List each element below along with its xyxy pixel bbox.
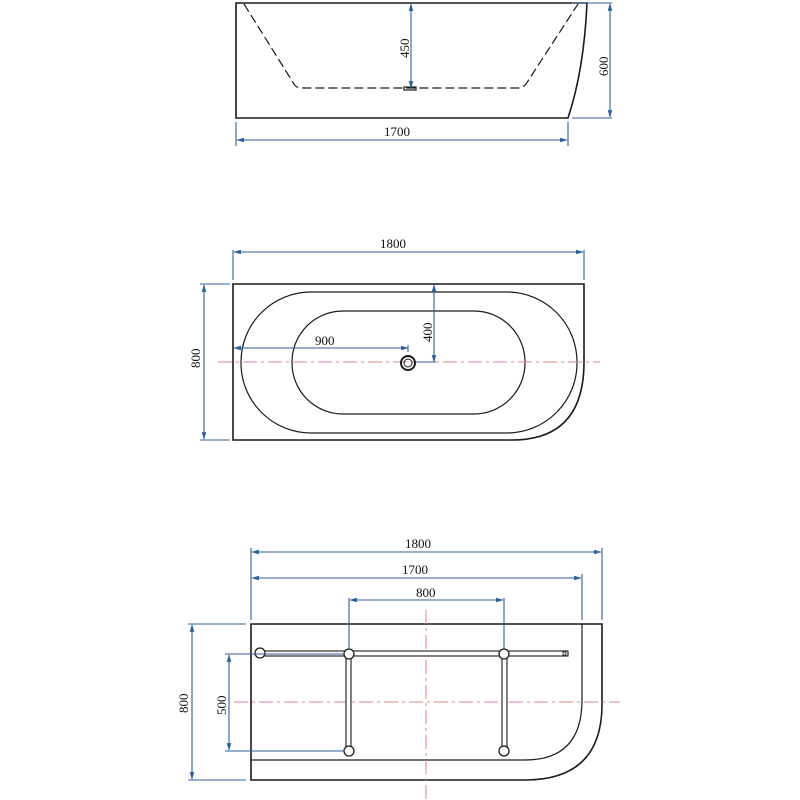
bottom-view-outline	[250, 623, 603, 781]
drain-icon	[400, 355, 416, 371]
leg-icon	[254, 647, 266, 659]
leg-icon	[498, 745, 510, 757]
height-label: 600	[596, 57, 611, 77]
side-view: 450 600 1700	[235, 2, 613, 146]
frame-rail-vertical-left	[345, 653, 352, 751]
top-width-label: 800	[188, 349, 203, 369]
leg-icon	[343, 648, 355, 660]
frame-rail-end	[562, 651, 567, 656]
drain-x-label: 900	[315, 333, 335, 348]
bottom-view: 1800 1700 800 800 500	[176, 536, 620, 800]
top-length-label: 1800	[380, 236, 406, 251]
side-view-outline	[235, 2, 588, 119]
leg-icon	[498, 648, 510, 660]
side-length-label: 1700	[384, 124, 410, 139]
frame-rail-vertical-right	[501, 653, 508, 751]
drain-y-label: 400	[420, 323, 435, 343]
top-view-outline	[232, 283, 585, 441]
bottom-inner-length-label: 1700	[402, 562, 428, 577]
leg-icon	[343, 745, 355, 757]
depth-label: 450	[397, 39, 412, 59]
bottom-view-inner-rim	[251, 624, 583, 761]
leg-spacing-label: 800	[416, 585, 436, 600]
bottom-width-label: 800	[176, 694, 191, 714]
leg-depth-label: 500	[214, 696, 229, 716]
drain-inner-ring	[403, 358, 413, 368]
top-view: 1800 800 900 400	[188, 236, 600, 441]
bottom-overall-length-label: 1800	[405, 536, 431, 551]
